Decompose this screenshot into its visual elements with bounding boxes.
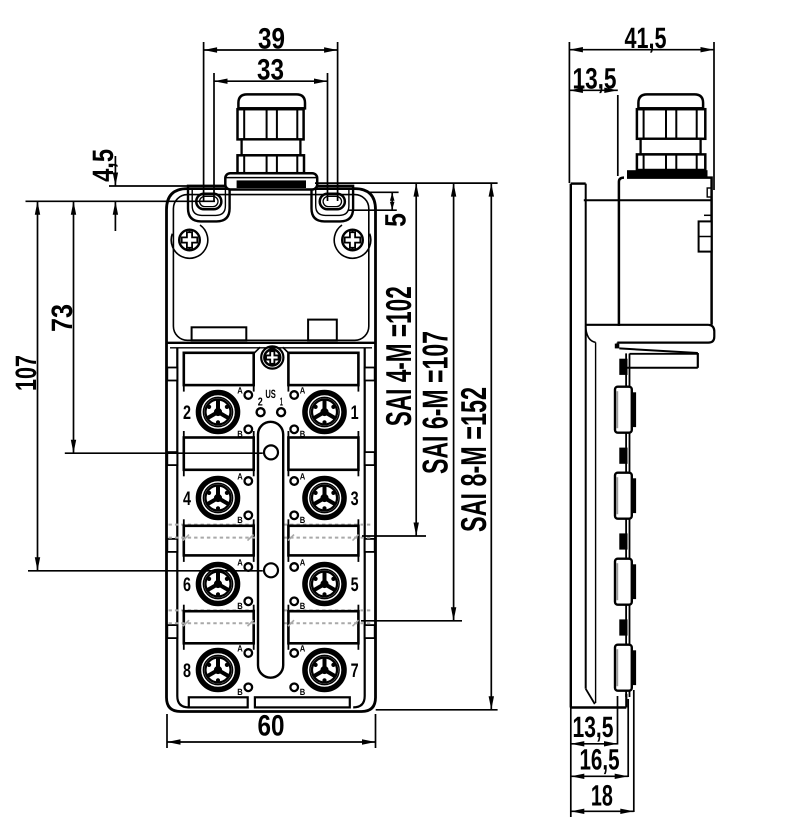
svg-text:1: 1 [280,396,283,408]
svg-text:73: 73 [46,304,79,332]
svg-text:1: 1 [351,402,359,424]
svg-text:B: B [237,601,243,611]
svg-text:13,5: 13,5 [573,62,617,95]
svg-text:33: 33 [257,53,284,86]
svg-text:A: A [237,644,243,654]
svg-text:B: B [300,515,306,525]
svg-text:A: A [300,558,306,568]
svg-text:5: 5 [351,574,359,596]
svg-text:41,5: 41,5 [625,22,667,55]
svg-text:2: 2 [258,396,263,408]
svg-text:A: A [300,644,306,654]
svg-text:6: 6 [183,574,191,596]
svg-text:A: A [237,386,243,396]
svg-text:B: B [237,687,243,697]
svg-text:60: 60 [258,710,285,743]
svg-text:B: B [300,601,306,611]
svg-text:B: B [300,429,306,439]
svg-text:B: B [300,687,306,697]
svg-text:7: 7 [351,660,359,682]
svg-text:A: A [300,472,306,482]
svg-text:18: 18 [591,779,613,812]
svg-text:16,5: 16,5 [580,743,620,776]
svg-text:A: A [237,558,243,568]
svg-text:SAI 6-M =107: SAI 6-M =107 [415,331,456,474]
svg-text:107: 107 [10,355,43,391]
svg-text:SAI 4-M =102: SAI 4-M =102 [378,286,419,426]
svg-text:B: B [237,515,243,525]
svg-text:3: 3 [351,488,359,510]
svg-text:5: 5 [380,213,413,227]
svg-text:B: B [237,429,243,439]
svg-text:13,5: 13,5 [573,711,614,744]
svg-text:4: 4 [183,488,191,510]
svg-text:US: US [265,387,276,401]
svg-text:A: A [300,386,306,396]
svg-text:8: 8 [183,660,191,682]
svg-text:SAI 8-M =152: SAI 8-M =152 [453,387,494,532]
svg-text:2: 2 [183,402,191,424]
svg-text:39: 39 [258,22,285,55]
svg-text:A: A [237,472,243,482]
svg-text:4,5: 4,5 [87,149,120,182]
